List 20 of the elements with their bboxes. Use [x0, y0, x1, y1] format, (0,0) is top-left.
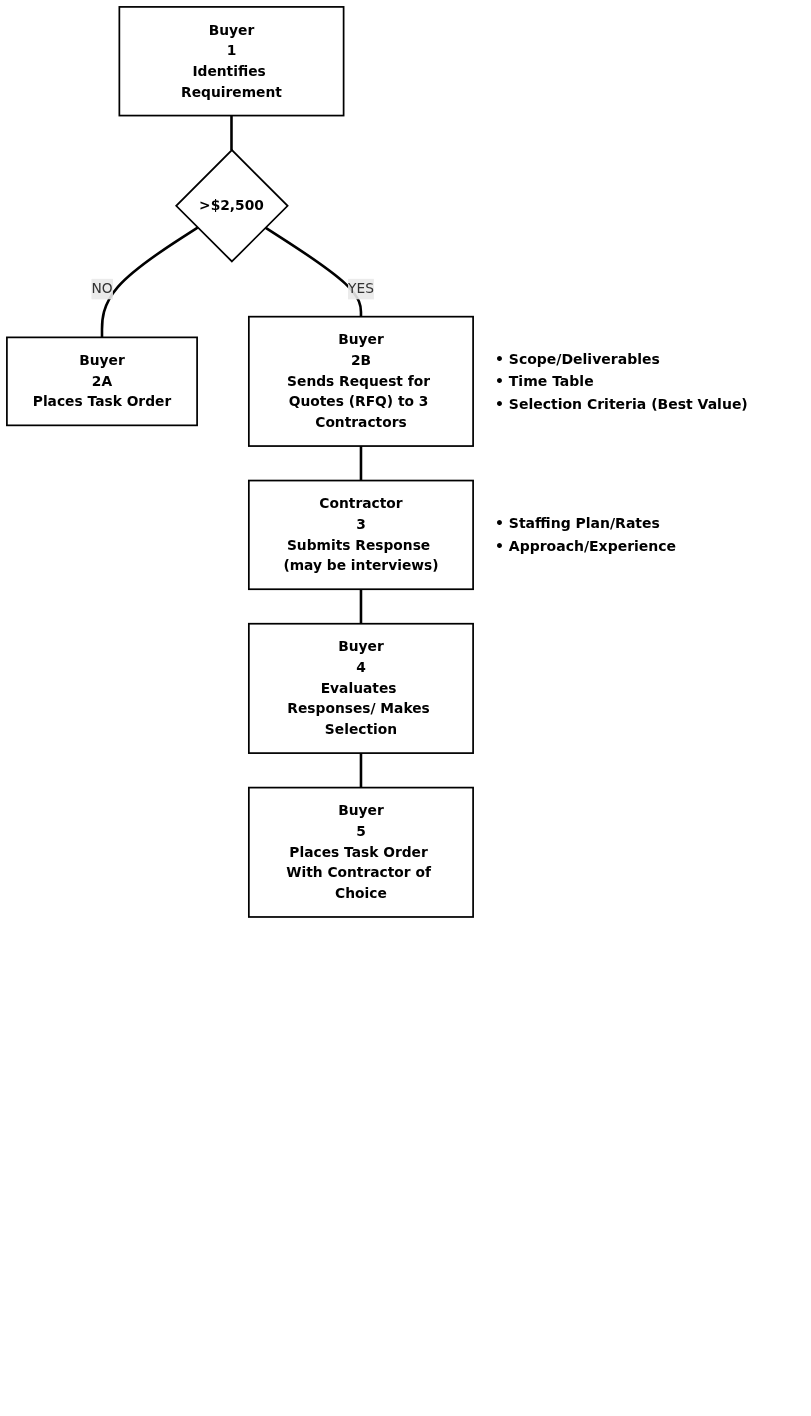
bullet-note: • Approach/Experience	[495, 536, 677, 556]
node-box: Buyer 2B Sends Request for Quotes (RFQ) to 3 Contractors	[248, 315, 474, 447]
connector	[359, 446, 363, 481]
connector	[230, 115, 233, 151]
node-box: Contractor 3 Submits Response (may be interviews)	[248, 479, 474, 591]
node-diamond: >$2,500	[175, 148, 289, 263]
edge-label: NO	[91, 280, 113, 297]
bullet-note: • Scope/Deliverables	[495, 349, 661, 369]
node-box: Buyer 2A Places Task Order	[6, 336, 198, 427]
connector	[100, 226, 199, 338]
connector	[264, 226, 363, 317]
node-box: Buyer 1 Identifies Requirement	[118, 6, 345, 117]
bullet-note: • Time Table	[495, 372, 595, 392]
connector	[359, 753, 363, 788]
connector	[359, 589, 363, 624]
edge-label: YES	[348, 280, 374, 297]
bullet-note: • Staffing Plan/Rates	[495, 514, 661, 534]
node-box: Buyer 4 Evaluates Responses/ Makes Selection	[248, 622, 474, 754]
bullet-note: • Selection Criteria (Best Value)	[495, 394, 748, 414]
node-box: Buyer 5 Places Task Order With Contractor of Choice	[248, 786, 474, 918]
